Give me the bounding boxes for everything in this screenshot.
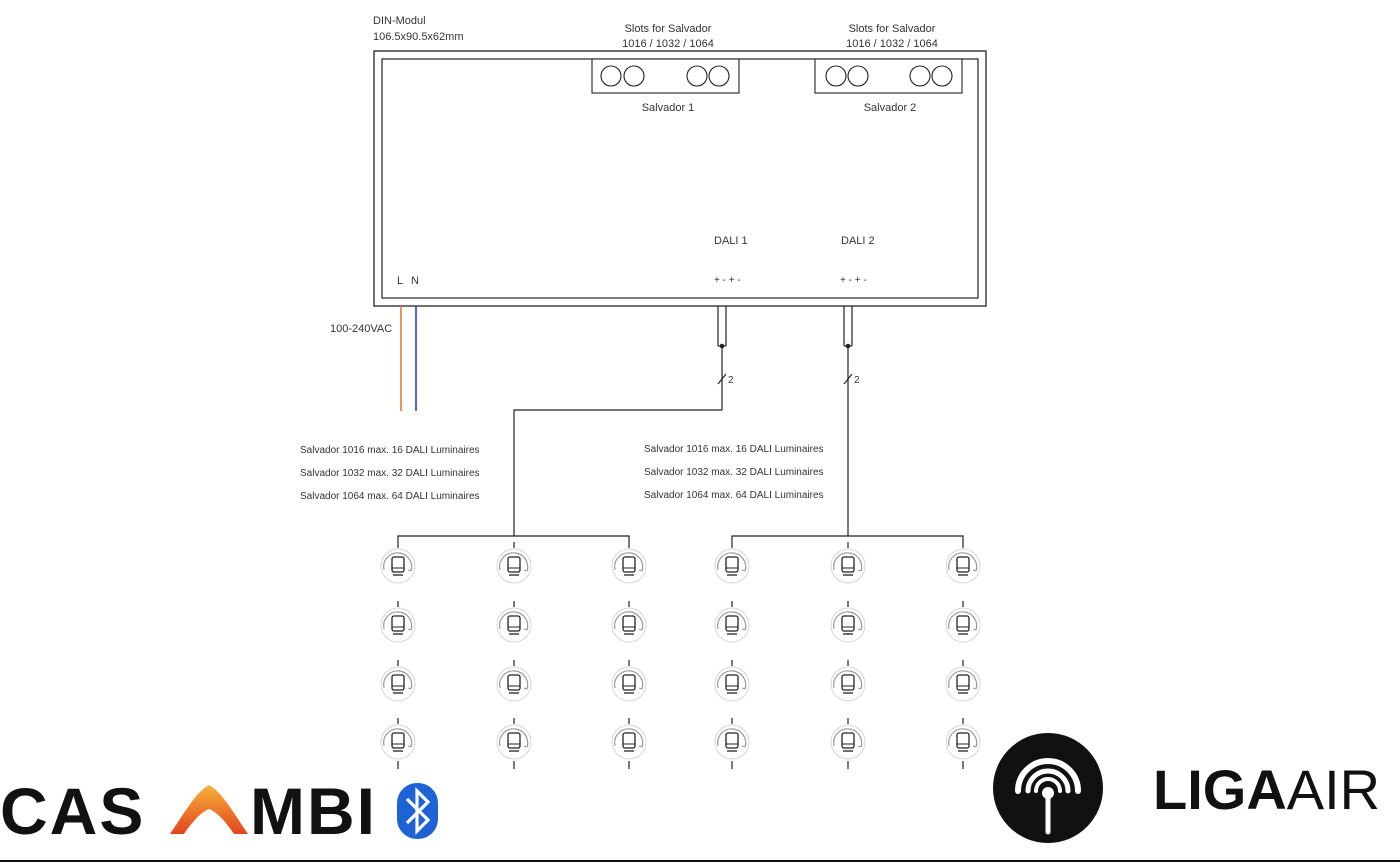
terminal-L-label: L [397,275,403,287]
dali2-pins: + - + - [840,275,867,286]
dali-luminaire-icon [830,724,866,760]
slot-contact-icon [623,65,645,87]
dali-luminaire-icon [714,548,750,584]
dali-luminaire-icon [611,666,647,702]
capacity-note: Salvador 1032 max. 32 DALI Luminaires [644,467,824,478]
dali-luminaire-icon [380,548,416,584]
dali-luminaire-icon [496,607,532,643]
slot1-name: Salvador 1 [642,102,695,114]
group2-distribution-bus [731,535,964,542]
liga-antenna-icon [993,733,1103,843]
dali-luminaire-icon [945,724,981,760]
din-module-outer [373,50,987,307]
slot2-name: Salvador 2 [864,102,917,114]
slot1-header: Slots for Salvador [625,23,712,35]
dali-luminaire-icon [496,724,532,760]
dali-luminaire-icon [945,548,981,584]
dali2-bus [843,306,853,536]
liga-logo: LIGAAIR [993,733,1380,843]
liga-wordmark-bold: LIGA [1153,758,1287,821]
slot-contact-icon [909,65,931,87]
dali-luminaire-icon [945,666,981,702]
voltage-label: 100-240VAC [330,323,392,335]
dali2-junction [845,343,851,349]
dali-luminaire-icon [496,548,532,584]
dali-luminaire-icon [496,666,532,702]
dali-luminaire-icon [380,724,416,760]
dali-luminaire-icon [380,607,416,643]
dali1-wire-count: 2 [728,375,734,386]
module-name: DIN-Modul [373,15,426,27]
bluetooth-icon [397,783,438,839]
capacity-note: Salvador 1064 max. 64 DALI Luminaires [300,491,480,502]
salvador-slot-1 [591,58,740,94]
liga-wordmark-light: AIR [1287,758,1380,821]
dali-luminaire-icon [380,666,416,702]
dali2-label: DALI 2 [841,235,875,247]
slot2-header: Slots for Salvador [849,23,936,35]
luminaire-grid [380,542,981,769]
dali1-pins: + - + - [714,275,741,286]
slot-contact-icon [686,65,708,87]
salvador-slot-2 [814,58,963,94]
dali-luminaire-icon [611,724,647,760]
dali-luminaire-icon [714,607,750,643]
dali-luminaire-icon [611,607,647,643]
slot-contact-icon [931,65,953,87]
slot-contact-icon [708,65,730,87]
dali-luminaire-icon [611,548,647,584]
dali-luminaire-icon [830,607,866,643]
dali-luminaire-icon [830,548,866,584]
slot-contact-icon [600,65,622,87]
casambi-text-end: MBI [250,774,377,848]
capacity-note: Salvador 1016 max. 16 DALI Luminaires [300,445,480,456]
capacity-note: Salvador 1064 max. 64 DALI Luminaires [644,490,824,501]
dali-luminaire-icon [714,666,750,702]
dali-luminaire-icon [714,724,750,760]
slot-contact-icon [825,65,847,87]
casambi-a-mark-icon [170,785,248,834]
capacity-note: Salvador 1016 max. 16 DALI Luminaires [644,444,824,455]
capacity-note: Salvador 1032 max. 32 DALI Luminaires [300,468,480,479]
casambi-text-start: CAS [0,774,145,848]
group1-distribution-bus [397,535,630,542]
dali2-wire-count: 2 [854,375,860,386]
slot1-models: 1016 / 1032 / 1064 [622,38,714,50]
slot-contact-icon [847,65,869,87]
dali1-junction [719,343,725,349]
terminal-N-label: N [411,275,419,287]
liga-wordmark: LIGAAIR [1153,758,1380,821]
dali1-label: DALI 1 [714,235,748,247]
casambi-logo: CAS MBI [0,774,438,848]
dali-luminaire-icon [945,607,981,643]
slot2-models: 1016 / 1032 / 1064 [846,38,938,50]
dali-luminaire-icon [830,666,866,702]
din-module-inner [381,58,979,299]
module-dimensions: 106.5x90.5x62mm [373,31,464,43]
dali1-bus [513,306,727,536]
